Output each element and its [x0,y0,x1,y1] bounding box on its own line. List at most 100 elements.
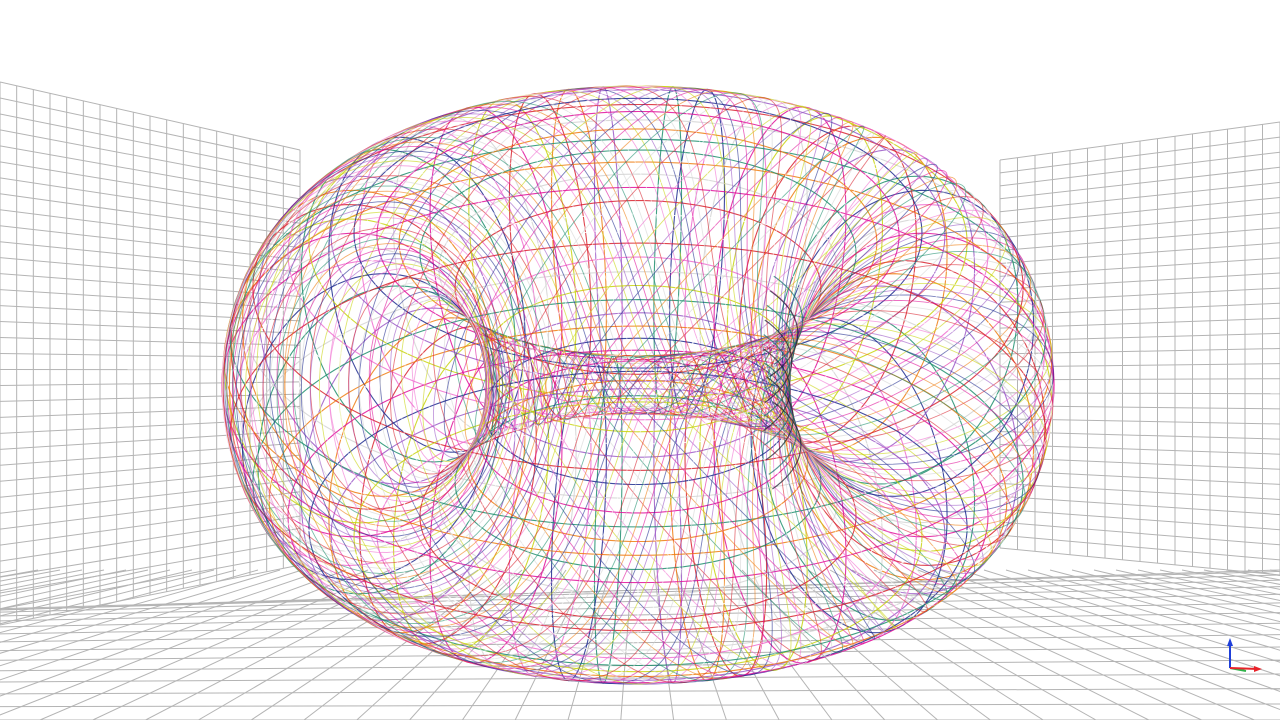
floor-grid-line [250,569,479,720]
floor-grid-line [0,569,369,716]
floor-grid-line [620,569,633,720]
left-wall-grid-line [0,552,301,610]
floor-grid-line [961,569,1280,677]
right-wall-grid-line [999,482,1280,500]
left-wall-grid-line [0,81,301,151]
left-wall-grid-line [0,503,301,546]
right-wall-grid-line [999,151,1280,187]
torus-diagonal [244,124,992,665]
torus-diagonal [348,85,1054,682]
x-axis-arrowhead [1254,666,1262,672]
left-wall-grid-line [0,418,301,434]
left-wall-grid-line [0,113,301,175]
torus-inner-rim [763,348,791,432]
right-wall-grid-line [999,521,1280,546]
torus-diagonal [318,93,1048,685]
torus-parallel [229,242,1047,632]
floor-grid-line [983,569,1280,663]
left-wall-grid-line [0,405,301,418]
floor-grid-line [719,569,833,720]
floor-grid-line [567,569,611,720]
floor-grid-line [0,569,127,597]
right-wall-grid-line [999,136,1280,174]
torus-diagonal [221,140,918,619]
floor-grid-line [0,586,1280,617]
left-wall-grid-line [0,393,301,402]
floor-grid-line [0,569,215,625]
right-wall-grid-line [999,534,1280,561]
torus-parallel [454,395,822,570]
torus-diagonal [228,141,958,649]
right-wall-grid-line [999,272,1280,290]
torus-inner-rim [764,319,793,403]
torus-inner-rim [772,401,802,490]
floor-grid-line [763,569,938,720]
floor-grid-line [0,646,1280,661]
torus-diagonal [328,91,1050,685]
torus-diagonal [228,121,958,629]
torus-inner-rim [766,304,795,390]
x-axis-icon [1229,667,1259,670]
floor-grid-line [939,569,1280,692]
left-wall-grid-line [0,145,301,200]
left-wall-grid-line [0,225,301,261]
torus-diagonal [222,135,928,615]
right-wall-grid-line [999,456,1280,470]
right-wall-grid-line [999,121,1280,161]
torus-diagonal [222,155,928,635]
right-wall-grid-line [999,469,1280,485]
torus-meridian [221,232,487,538]
left-wall-grid-line [0,177,301,224]
left-wall-grid-line [0,540,301,594]
right-wall-grid-line [999,227,1280,252]
right-wall-grid-line [999,508,1280,531]
torus-diagonal [300,87,1041,672]
torus-diagonal [240,128,984,661]
floor-grid-line [0,703,1280,708]
floor-grid-line [917,569,1280,711]
floor-grid-line [0,569,61,582]
left-grid-wall [0,81,301,626]
torus-diagonal [240,109,984,642]
axis-orientation-gizmo [1227,638,1262,672]
floor-grid-line [0,569,281,654]
left-wall-grid-line [0,527,301,578]
torus-wireframe-mesh[interactable] [221,85,1055,685]
right-wall-grid-line [999,181,1280,213]
right-wall-grid-line [999,302,1280,316]
floor-grid-line [785,569,991,720]
left-wall-grid-line [0,129,301,188]
torus-diagonal [328,85,1050,679]
floor-grid-line [895,569,1255,720]
torus-inner-rim [769,290,799,377]
left-wall-grid-line [0,305,301,322]
floor-grid-line [0,688,1280,695]
right-wall-grid-line [999,287,1280,303]
right-wall-grid-line [999,495,1280,516]
torus-diagonal [226,146,948,645]
torus-diagonal [232,116,967,634]
floor-grid-line [198,569,457,720]
left-wall-grid-line [0,161,301,212]
left-wall-grid-line [0,381,301,386]
floor-grid-line [409,569,545,720]
left-wall-grid-line [0,321,301,334]
torus-diagonal [358,85,1055,683]
right-wall-grid-line [999,547,1280,576]
left-wall-grid-line [0,209,301,249]
floor-grid-line [851,569,1150,720]
left-wall-grid-line [0,515,301,562]
torus-inner-rim [763,362,792,446]
right-wall-grid-line [999,242,1280,264]
floor-grid-line [0,569,193,617]
torus-diagonal [318,85,1048,677]
floor-grid-line [39,569,391,720]
torus-parallel [308,85,968,400]
floor-grid-line [1093,569,1280,615]
floor-grid-line [807,569,1044,720]
floor-grid-line [0,570,1280,610]
right-wall-grid-line [999,257,1280,277]
floor-grid-line [0,569,171,610]
